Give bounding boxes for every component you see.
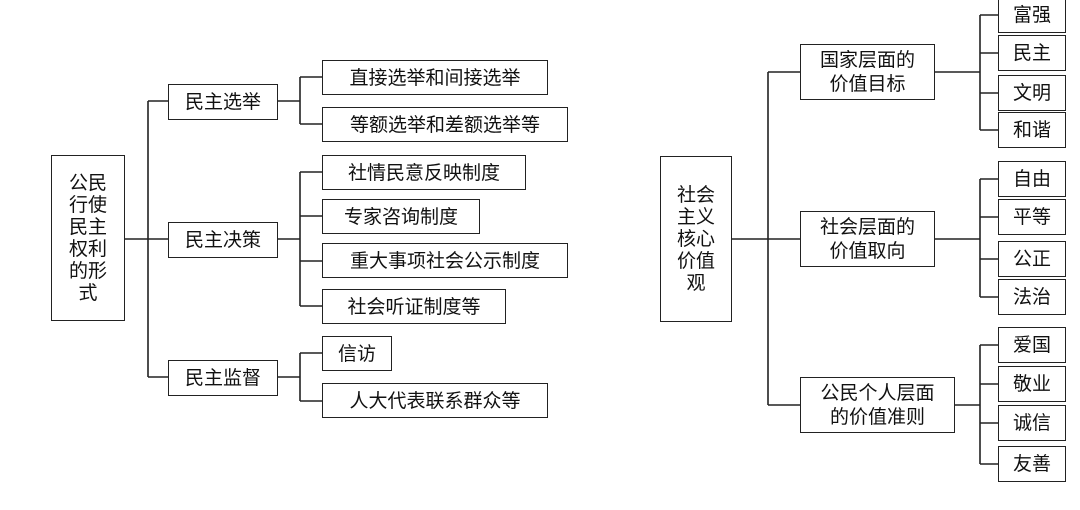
right-branch-individual-values: 公民个人层面 的价值准则 [800, 377, 955, 433]
left-leaf-npc-deputies-contact: 人大代表联系群众等 [322, 383, 548, 418]
right-leaf-democracy: 民主 [998, 35, 1066, 71]
right-leaf-dedication: 敬业 [998, 366, 1066, 402]
right-branch-social-values: 社会层面的 价值取向 [800, 211, 935, 267]
left-leaf-expert-consultation: 专家咨询制度 [322, 199, 480, 234]
right-leaf-patriotism: 爱国 [998, 327, 1066, 363]
left-branch-democratic-election: 民主选举 [168, 84, 278, 120]
left-branch-democratic-supervision: 民主监督 [168, 360, 278, 396]
left-leaf-direct-indirect-election: 直接选举和间接选举 [322, 60, 548, 95]
right-leaf-equality: 平等 [998, 199, 1066, 235]
right-branch-national-values: 国家层面的 价值目标 [800, 44, 935, 100]
right-leaf-friendship: 友善 [998, 446, 1066, 482]
left-root-box: 公民 行使 民主 权利 的形 式 [51, 155, 125, 321]
right-leaf-harmony: 和谐 [998, 112, 1066, 148]
left-leaf-equal-competitive-election: 等额选举和差额选举等 [322, 107, 568, 142]
right-leaf-prosperity: 富强 [998, 0, 1066, 33]
left-leaf-public-opinion-system: 社情民意反映制度 [322, 155, 526, 190]
left-leaf-petition: 信访 [322, 336, 392, 371]
right-root-box: 社会 主义 核心 价值 观 [660, 156, 732, 322]
left-branch-democratic-decision: 民主决策 [168, 222, 278, 258]
right-leaf-rule-of-law: 法治 [998, 279, 1066, 315]
left-leaf-public-notice-system: 重大事项社会公示制度 [322, 243, 568, 278]
right-leaf-civility: 文明 [998, 75, 1066, 111]
left-leaf-public-hearing-system: 社会听证制度等 [322, 289, 506, 324]
right-leaf-integrity: 诚信 [998, 405, 1066, 441]
right-leaf-freedom: 自由 [998, 161, 1066, 197]
right-leaf-justice: 公正 [998, 241, 1066, 277]
